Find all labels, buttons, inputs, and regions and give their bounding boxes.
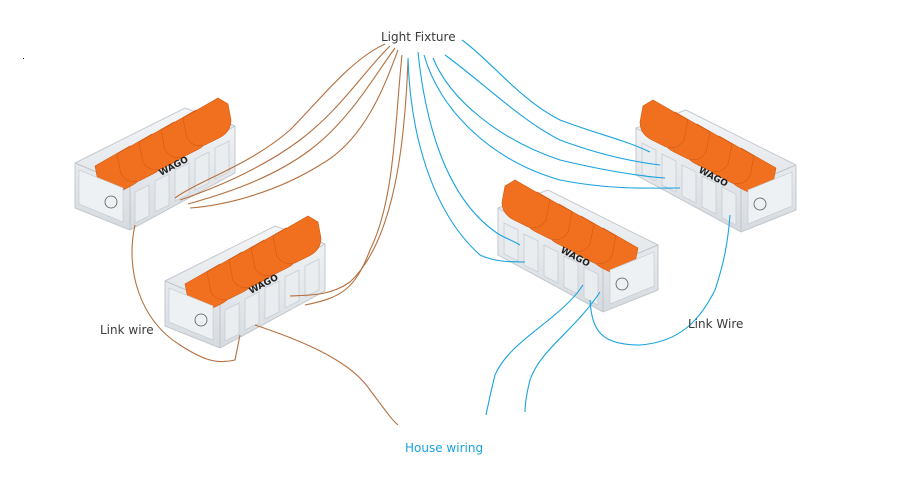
wire-port [701, 175, 717, 215]
side-label-plate [78, 169, 124, 223]
wire-port [543, 244, 559, 284]
wire-port [264, 280, 280, 320]
brown-wire [131, 224, 241, 363]
lever [639, 99, 689, 148]
side-label-plate [168, 287, 214, 341]
connector-right-middle: WAGO [497, 179, 659, 313]
wire-port [304, 258, 320, 298]
blue-wire [524, 291, 601, 413]
ul-mark-icon [753, 197, 767, 211]
brown-wire [189, 49, 399, 209]
wire-port [503, 222, 519, 262]
brown-wire [289, 59, 409, 297]
wire-port [523, 233, 539, 273]
wire-port [563, 255, 579, 295]
connector-right-top: WAGO [635, 99, 797, 233]
connector-left-bottom: WAGO [164, 215, 326, 349]
lever [182, 97, 232, 146]
house-wiring-label: House wiring [405, 441, 484, 455]
blue-wire [432, 57, 666, 179]
blue-wire [485, 284, 584, 416]
brown-wire [179, 45, 391, 201]
wire-port [284, 269, 300, 309]
wire-port [214, 140, 230, 180]
blue-wire [444, 54, 661, 166]
wire-port [661, 153, 677, 193]
blue-wire [461, 39, 651, 153]
side-label-plate [609, 251, 655, 305]
ul-mark-icon [615, 277, 629, 291]
link-wire-right-label: Link Wire [688, 317, 744, 331]
ul-mark-icon [194, 313, 208, 327]
wire-port [154, 173, 170, 213]
brown-wire [254, 324, 399, 426]
brown-wire [174, 43, 386, 199]
blue-wire [417, 51, 521, 246]
blue-wire [407, 57, 526, 263]
blue-wire [589, 214, 731, 346]
light-fixture-label: Light Fixture [381, 30, 456, 44]
wire-port [224, 302, 240, 342]
lever [272, 215, 322, 264]
brown-wire [304, 54, 403, 306]
side-label-plate [747, 171, 793, 225]
brown-wire [187, 47, 396, 205]
wire-port [244, 291, 260, 331]
ul-mark-icon [104, 195, 118, 209]
stray-dot [23, 58, 24, 59]
wire-port [641, 142, 657, 182]
wire-port [194, 151, 210, 191]
link-wire-left-label: Link wire [100, 323, 154, 337]
wire-port [681, 164, 697, 204]
wire-port [721, 186, 737, 226]
wire-port [134, 184, 150, 224]
lever [501, 179, 551, 228]
connector-left-top: WAGO [74, 97, 236, 231]
wire-port [583, 266, 599, 306]
blue-wire [423, 54, 681, 189]
wires-layer [131, 39, 731, 426]
